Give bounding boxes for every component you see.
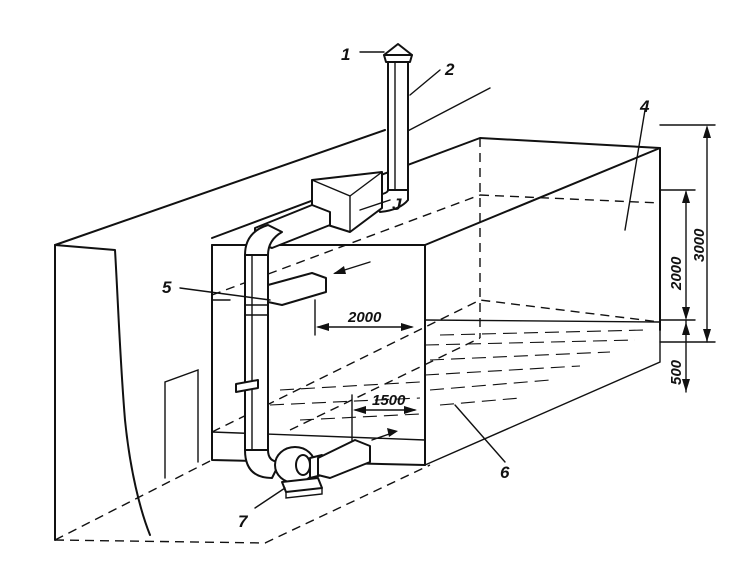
door: [164, 369, 199, 479]
water-line-back-upper: [479, 194, 661, 204]
dim-3000-arrow-top: [703, 125, 711, 138]
upper-elbow: [244, 224, 283, 256]
label-3-collector: J: [392, 195, 402, 214]
dimension-lines: [314, 124, 716, 443]
leader-7: [254, 487, 286, 509]
fan-outlet-duct: [317, 439, 371, 479]
dim-500-arrow-top: [682, 322, 690, 335]
floor-back-dashed: [54, 459, 213, 541]
flow-arrow-lower-head: [387, 428, 398, 437]
dim-label-1500: 1500: [372, 392, 406, 409]
damper-handle: [235, 379, 259, 393]
deflector-base: [383, 54, 413, 63]
roof-line: [399, 87, 491, 136]
side-exhaust-hood: [267, 272, 327, 306]
dim-2000v-arrow-bottom: [682, 307, 690, 320]
water-hatch: [429, 351, 611, 361]
vertical-duct: [244, 254, 269, 451]
back-wall-top-edge: [54, 129, 386, 246]
dim-1500-arrow-right: [404, 406, 417, 414]
tank-right-bottom-edge: [424, 329, 661, 466]
leader-4: [624, 109, 646, 231]
label-7-fan: 7: [238, 512, 249, 531]
fan-inlet: [295, 454, 311, 476]
water-hatch: [269, 397, 421, 406]
fan-base-legs: [285, 487, 323, 499]
water-hatch: [439, 329, 646, 336]
callout-leaders: [179, 51, 646, 509]
callout-labels: 1 2 J 4 5 6 7: [162, 45, 650, 531]
flow-arrow-upper-head: [333, 266, 346, 274]
dim-label-2000-vertical: 2000: [668, 256, 685, 291]
dim-label-500: 500: [668, 359, 685, 385]
leader-5: [179, 287, 271, 301]
dim-500-arrow-bottom: [682, 379, 690, 392]
left-wall-break: [54, 244, 151, 536]
floor-front-dashed: [54, 464, 431, 544]
water-hatch: [429, 379, 551, 391]
dim-3000-arrow-bottom: [703, 329, 711, 342]
water-hatch: [424, 339, 636, 346]
dim-2000h-arrow-left: [316, 323, 329, 331]
collector-box-top-edge: [349, 171, 383, 197]
dim-label-2000-horizontal: 2000: [347, 309, 382, 326]
deflector-cap: [383, 43, 413, 56]
water-hatch: [279, 381, 421, 391]
label-6-tank: 6: [500, 463, 510, 482]
dim-1500-arrow-left: [353, 406, 366, 414]
dimension-labels: 2000 1500 2000 3000 500: [347, 228, 708, 409]
dim-2000h-arrow-right: [401, 323, 414, 331]
label-4-room: 4: [639, 97, 650, 116]
exhaust-stack: [387, 61, 409, 196]
duct-system: [235, 43, 413, 499]
flow-arrows: [333, 261, 398, 441]
label-2-stack: 2: [444, 60, 455, 79]
leader-3: [359, 199, 391, 211]
dim-2000v-arrow-top: [682, 190, 690, 203]
dim-label-3000: 3000: [691, 228, 708, 262]
leader-2: [409, 69, 441, 96]
water-hatch: [439, 397, 521, 406]
label-1-deflector: 1: [341, 45, 350, 64]
tank-mid-edge-a: [424, 319, 661, 323]
label-5-hood: 5: [162, 278, 172, 297]
leader-6: [454, 404, 506, 463]
water-hatch: [424, 365, 581, 376]
